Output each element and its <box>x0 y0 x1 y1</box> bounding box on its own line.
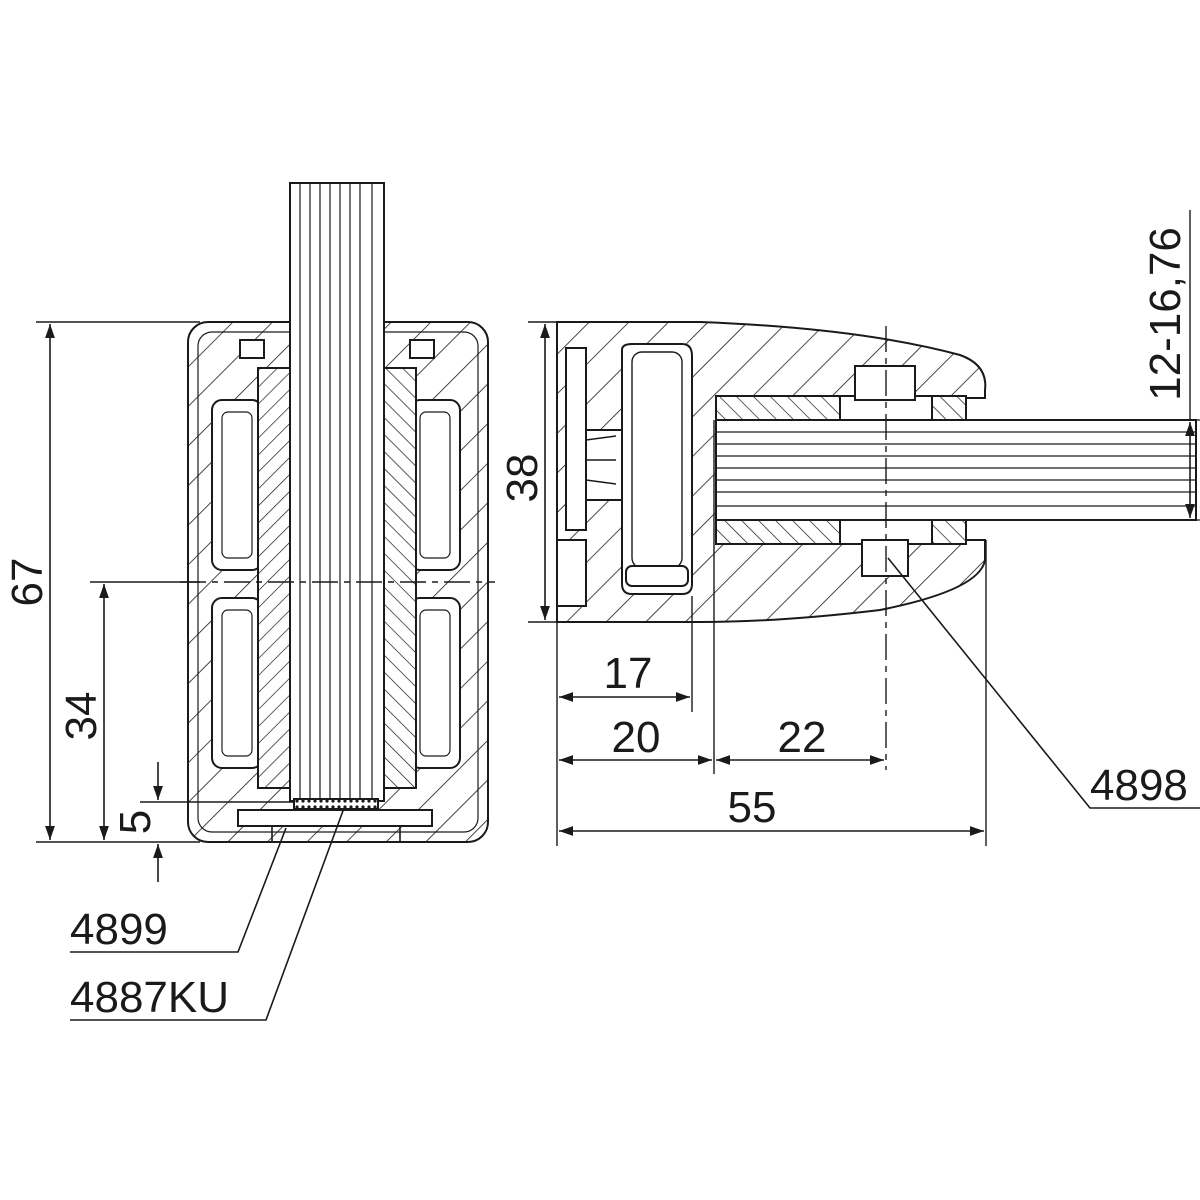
callout-4899-label: 4899 <box>70 905 168 954</box>
dim-right-height: 38 <box>498 321 560 623</box>
dim-base-offset-label: 5 <box>111 810 160 834</box>
right-clamp-insert <box>565 347 587 531</box>
left-base-plate-4899 <box>237 809 433 827</box>
dim-overall-length-label: 55 <box>728 783 777 832</box>
left-view: 67 34 5 4899 4887KU <box>3 182 495 1022</box>
callout-4887ku-label: 4887KU <box>70 973 229 1022</box>
dim-overall-length: 55 <box>559 783 984 836</box>
right-glass-panel <box>715 419 1197 521</box>
left-cavity-upper-left <box>211 399 263 571</box>
dim-inner-depth-label: 17 <box>604 649 653 698</box>
dim-glass-thickness: 12-16,76 <box>1141 210 1200 521</box>
left-cavity-lower-right <box>409 597 461 769</box>
dim-bolt-distance-label: 22 <box>778 713 827 762</box>
callout-4887ku: 4887KU <box>70 807 345 1022</box>
right-gasket-top <box>715 395 841 421</box>
dim-overall-height-label: 67 <box>3 558 52 607</box>
right-view: 38 12-16,76 17 20 22 <box>498 210 1200 846</box>
right-bolt-bottom <box>861 539 909 577</box>
left-cavity-lower-left <box>211 597 263 769</box>
callout-4898-label: 4898 <box>1090 761 1188 810</box>
right-bolt-top <box>854 365 916 401</box>
dim-pad-depth-label: 20 <box>612 713 661 762</box>
dim-overall-height: 67 <box>3 321 200 843</box>
dim-bolt-distance: 22 <box>716 713 884 765</box>
dim-right-height-label: 38 <box>498 454 547 503</box>
callout-4899: 4899 <box>70 827 287 954</box>
dim-pad-depth: 20 <box>559 713 712 765</box>
left-gasket-right <box>383 367 417 789</box>
right-gasket-bottom <box>715 519 841 545</box>
left-insert-4887ku <box>293 798 379 810</box>
left-glass-panel <box>289 182 385 802</box>
callout-4898: 4898 <box>887 557 1200 810</box>
right-screw-cap <box>621 343 693 595</box>
left-gasket-left <box>257 367 291 789</box>
dim-glass-thickness-label: 12-16,76 <box>1141 227 1190 401</box>
dim-base-offset: 5 <box>111 762 294 882</box>
left-cavity-upper-right <box>409 399 461 571</box>
dim-center-height-label: 34 <box>57 692 106 741</box>
dim-center-height: 34 <box>57 581 200 840</box>
dim-inner-depth: 17 <box>559 649 690 702</box>
